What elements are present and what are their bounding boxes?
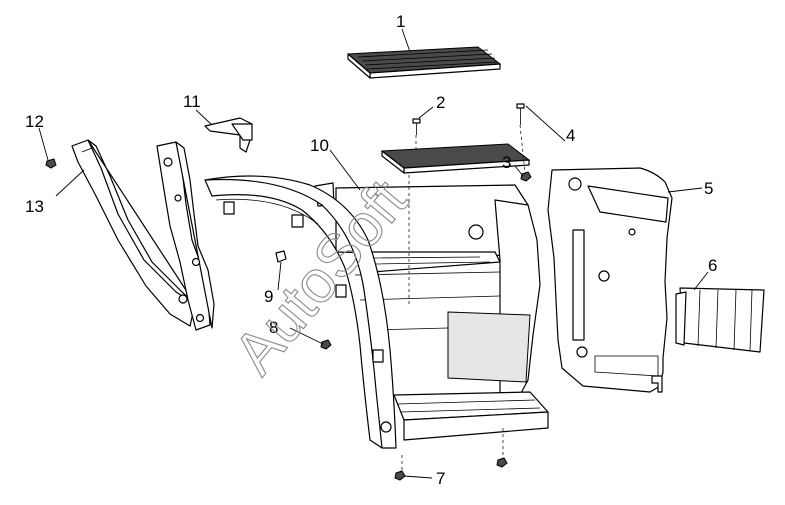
step-tread-lower [380,143,531,174]
nut-7a [394,470,406,481]
callout-1: 1 [396,12,405,31]
side-panel-5 [547,167,673,393]
callout-6: 6 [708,256,717,275]
callout-7: 7 [436,469,445,488]
callout-5: 5 [704,179,713,198]
vertical-support [156,141,215,331]
callout-4: 4 [566,126,575,145]
clip-9 [275,250,287,263]
callout-2: 2 [436,93,445,112]
callout-3: 3 [502,153,511,172]
callout-13: 13 [25,197,44,216]
callout-numbers: 1 2 3 4 5 6 7 8 9 10 11 12 13 [25,12,717,488]
curved-fender [204,175,397,449]
nut-7b [496,457,508,468]
callout-9: 9 [264,287,273,306]
callout-10: 10 [310,136,329,155]
step-box-main [314,182,549,441]
fastener-8 [320,339,332,350]
callout-12: 12 [25,112,44,131]
bolt-2 [412,118,421,135]
leader-lines [38,28,709,479]
small-bracket-11 [204,117,253,153]
bolt-4 [516,103,525,125]
alignment-lines [401,124,526,470]
callout-8: 8 [269,318,278,337]
callout-11: 11 [183,92,201,111]
flap-6 [675,287,765,353]
nut-3 [520,171,532,182]
step-tread-upper [346,46,502,79]
screw-12 [45,158,57,169]
